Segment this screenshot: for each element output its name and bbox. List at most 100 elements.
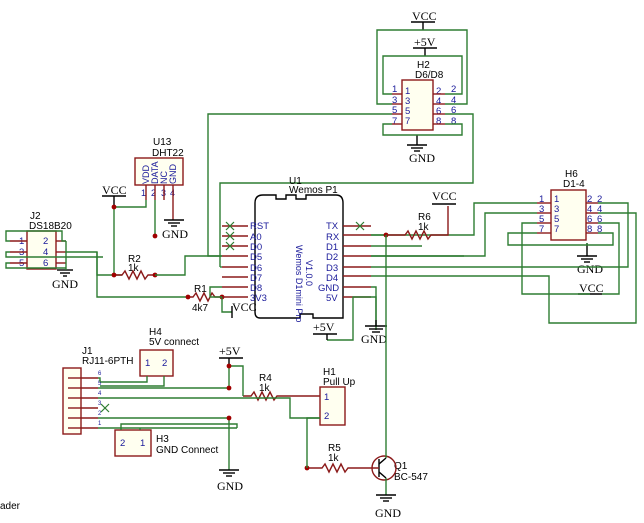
h6-pin-6: 6 [597, 214, 602, 225]
h6-inner-2: 2 [587, 194, 592, 205]
h2-inner-4: 4 [436, 96, 441, 107]
u13-value: DHT22 [152, 148, 184, 159]
h2-inner-1: 1 [405, 86, 410, 97]
r4-value: 1k [259, 383, 271, 394]
r6-ref: R6 [418, 212, 431, 223]
h6-pin-1: 1 [539, 194, 544, 205]
j2-wires [5, 230, 188, 298]
j1-pin-4: 4 [98, 391, 102, 397]
q1-value: BC-547 [394, 472, 428, 483]
h6-pin-5: 5 [539, 214, 544, 225]
h2-5v-label: +5V [414, 35, 436, 49]
r5-ref: R5 [328, 443, 341, 454]
h2-inner-5: 5 [405, 106, 410, 117]
h2-inner-8: 8 [436, 116, 441, 127]
j1-rj11: J1 RJ11-6PTH 6 5 4 3 2 1 [62, 346, 134, 435]
u1-body-text2: V1.0.0 [304, 260, 314, 286]
h1-body [319, 386, 346, 426]
r1-resistor: R1 4k7 VCC [185, 284, 257, 318]
h6-pin-2: 2 [597, 194, 602, 205]
h2-pin-6: 6 [451, 105, 456, 116]
j1-pin-1: 1 [98, 421, 102, 427]
h6-header: H6 D1-4 1 3 5 7 1 3 5 7 2 4 6 8 2 4 6 8 … [537, 169, 604, 295]
h6-inner-3: 3 [554, 204, 559, 215]
h2-pin-1: 1 [392, 84, 397, 95]
gnd-lower: GND [217, 469, 243, 493]
j2-pin-6: 6 [43, 258, 48, 269]
h1-pullup: H1 Pull Up 1 2 [319, 367, 356, 426]
h6-inner-6: 6 [587, 214, 592, 225]
h6-ref: H6 [565, 169, 578, 180]
h6-pin-7: 7 [539, 224, 544, 235]
u1-gnd-label: GND [361, 332, 387, 346]
u13-pin-data: DATA [150, 161, 160, 184]
u1-pin-d7: D7 [250, 273, 262, 284]
u1-pin-tx: TX [326, 221, 339, 232]
h1-ref: H1 [323, 367, 336, 378]
h4-body [139, 349, 174, 377]
r6-resistor: R6 1k VCC [383, 189, 457, 241]
r4-ref: R4 [259, 373, 272, 384]
j1-ref: J1 [82, 346, 93, 357]
h2-gnd-label: GND [409, 151, 435, 165]
u1-pin-d2: D2 [326, 252, 338, 263]
lower-gnd-label: GND [217, 479, 243, 493]
h2-pin-4: 4 [451, 95, 456, 106]
h6-body [550, 189, 587, 241]
u13-gnd-label: GND [162, 227, 188, 241]
r2-ref: R2 [128, 254, 141, 265]
h2-pin-8: 8 [451, 116, 456, 127]
r1-ref: R1 [194, 284, 207, 295]
u1-pin-d8: D8 [250, 283, 262, 294]
j1-pin-3: 3 [98, 401, 102, 407]
j2-ds18b20: J2 DS18B20 1 3 5 2 4 6 GND [10, 211, 78, 291]
j2-body [26, 230, 57, 270]
r1-value: 4k7 [192, 303, 209, 314]
h2-pin-7: 7 [392, 116, 397, 127]
h6-inner-8: 8 [587, 224, 592, 235]
dht-vcc-label: VCC [102, 183, 127, 197]
q1-gnd-label: GND [375, 506, 401, 520]
r5-value: 1k [328, 453, 340, 464]
r2-value: 1k [128, 263, 140, 274]
r6-vcc-label: VCC [432, 189, 457, 203]
r2-resistor: R2 1k [111, 254, 222, 281]
j1-value: RJ11-6PTH [82, 356, 134, 367]
cut-label: ader [0, 501, 21, 512]
j2-pin-4: 4 [43, 247, 48, 258]
j1-pin-2: 2 [98, 411, 102, 417]
u1-pin-d6: D6 [250, 263, 262, 274]
u1-pin-d5: D5 [250, 252, 262, 263]
u1-body [254, 194, 344, 319]
h6-inner-4: 4 [587, 204, 592, 215]
p5v-lower: +5V [219, 344, 243, 366]
u1-pin-d4: D4 [326, 273, 338, 284]
r4-resistor: R4 1k [229, 365, 320, 402]
h2-vcc-label: VCC [412, 9, 437, 23]
h3-ref: H3 [156, 434, 169, 445]
h2-body [401, 79, 434, 131]
h1-value: Pull Up [323, 377, 356, 388]
r5-resistor: R5 1k [304, 417, 379, 474]
h6-inner-5: 5 [554, 214, 559, 225]
u13-ref: U13 [153, 137, 172, 148]
u13-pin-gnd: GND [168, 164, 178, 185]
h6-gnd-label: GND [577, 262, 603, 276]
h2-pin-5: 5 [392, 105, 397, 116]
q1-ref: Q1 [394, 461, 408, 472]
j1-pin-6: 6 [98, 371, 102, 377]
r1-vcc-label: VCC [232, 300, 257, 314]
h6-pin-3: 3 [539, 204, 544, 215]
h1-pin-1: 1 [324, 392, 329, 403]
h6-pin-8: 8 [597, 224, 602, 235]
h2-inner-7: 7 [405, 116, 410, 127]
u1-pin-rx: RX [326, 232, 340, 243]
h3-value: GND Connect [156, 445, 218, 456]
u1-5v-label: +5V [313, 320, 335, 334]
u1-pin-d3: D3 [326, 263, 338, 274]
u1-body-text: Wemos D1mini Pro [294, 245, 304, 322]
u1-value: Wemos P1 [289, 185, 338, 196]
h3-pin-2: 2 [120, 438, 125, 449]
u13-num-1: 1 [141, 188, 146, 198]
h2-inner-6: 6 [436, 106, 441, 117]
